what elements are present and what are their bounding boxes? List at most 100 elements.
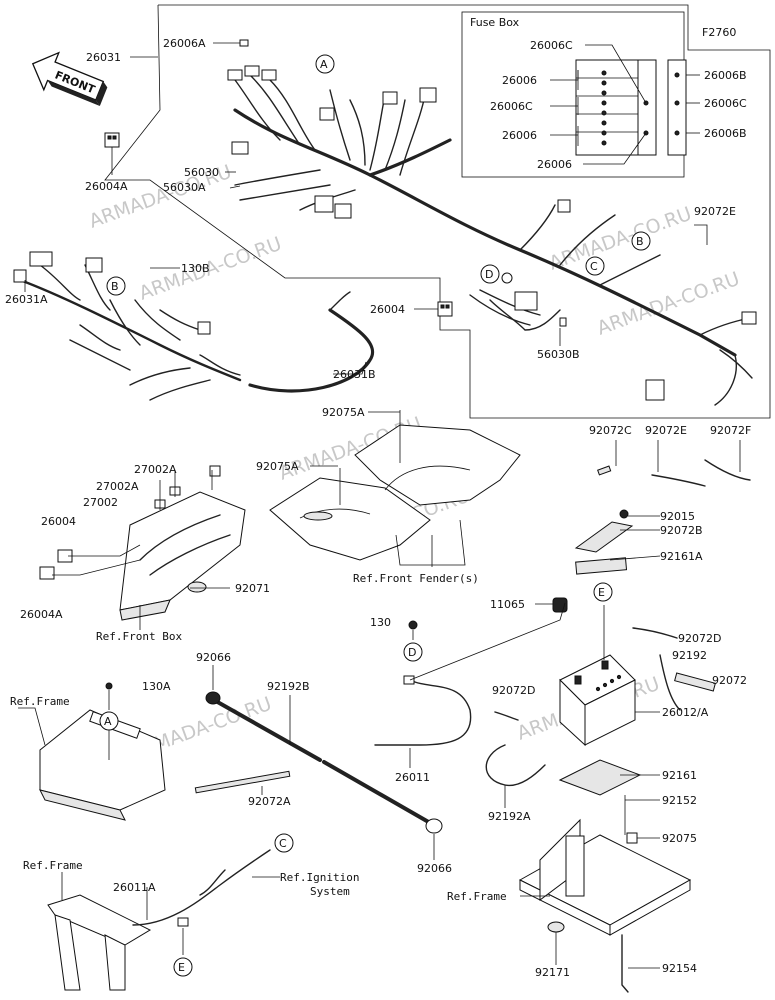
- part-label: 26004A: [20, 608, 63, 621]
- ref-label: System: [310, 885, 350, 898]
- connector-26004-icon: [437, 301, 453, 317]
- fuse-label: 26006B: [704, 127, 747, 140]
- part-label: 130B: [181, 262, 210, 275]
- battery-tray: [518, 759, 692, 993]
- small-parts-right: [494, 440, 751, 721]
- ref-labels: Ref.Front Box Ref.Front Fender(s) Ref.Fr…: [10, 572, 507, 903]
- part-label: 92071: [235, 582, 270, 595]
- fuse-26006A-icon: [239, 39, 249, 47]
- part-label: 27002: [83, 496, 118, 509]
- part-label: 92072E: [694, 205, 736, 218]
- fuse-label: 26006: [502, 74, 537, 87]
- part-label: 26011A: [113, 881, 156, 894]
- ref-circles: A B B C D D E A C E: [99, 54, 651, 977]
- ref-circle-label: C: [279, 837, 287, 850]
- ref-circle-label: B: [636, 235, 644, 248]
- part-label: 92192: [672, 649, 707, 662]
- part-label: 92075: [662, 832, 697, 845]
- front-fenders: [269, 410, 521, 567]
- battery-26012: [559, 605, 660, 747]
- ref-label: Ref.Front Box: [96, 630, 182, 643]
- part-label: 26012/A: [662, 706, 709, 719]
- fuse-label: 26006: [502, 129, 537, 142]
- part-label: 27002A: [96, 480, 139, 493]
- part-label: 56030: [184, 166, 219, 179]
- ground-cable-26011: [374, 602, 566, 768]
- part-label: 26031: [86, 51, 121, 64]
- fuse-label: 26006B: [704, 69, 747, 82]
- part-label: 92161: [662, 769, 697, 782]
- part-labels: 26031 26006A 26004A 56030 56030A 130B 26…: [5, 37, 751, 979]
- part-label: 26004: [41, 515, 76, 528]
- part-label: 130: [370, 616, 391, 629]
- part-label: 92154: [662, 962, 697, 975]
- part-label: 92072A: [248, 795, 291, 808]
- part-label: 130A: [142, 680, 171, 693]
- fuse-box-inset: Fuse Box: [461, 11, 747, 178]
- part-label: 26031A: [5, 293, 48, 306]
- sub-harness-26031A: [13, 251, 242, 401]
- diagram-code: F2760: [702, 26, 736, 39]
- part-label: 92015: [660, 510, 695, 523]
- part-label: 27002A: [134, 463, 177, 476]
- part-label: 26004: [370, 303, 405, 316]
- fuse-label: 26006C: [490, 100, 533, 113]
- tube-92192B: [194, 665, 443, 860]
- ref-circle-label: A: [104, 715, 112, 728]
- front-box-bracket: [39, 465, 246, 630]
- leader-lines: [24, 42, 708, 467]
- frame-a: [18, 682, 166, 821]
- connector-26004A-icon: [104, 132, 120, 148]
- part-label: 92066: [196, 651, 231, 664]
- part-label: 92152: [662, 794, 697, 807]
- fuse-dots: [601, 70, 680, 146]
- part-label: 92192A: [488, 810, 531, 823]
- part-label: 92072: [712, 674, 747, 687]
- ref-label: Ref.Ignition: [280, 871, 359, 884]
- ref-circle-label: B: [111, 280, 119, 293]
- part-label: 92072C: [589, 424, 632, 437]
- main-harness-drawing: [227, 65, 757, 406]
- part-label: 92072B: [660, 524, 703, 537]
- part-label: 26006A: [163, 37, 206, 50]
- part-label: 92066: [417, 862, 452, 875]
- part-label: 92192B: [267, 680, 310, 693]
- ref-label: Ref.Frame: [23, 859, 83, 872]
- part-label: 56030B: [537, 348, 580, 361]
- part-label: 92161A: [660, 550, 703, 563]
- ref-circle-label: D: [408, 646, 416, 659]
- ref-circle-label: A: [320, 58, 328, 71]
- fuse-label: 26006C: [704, 97, 747, 110]
- ref-circle-label: E: [598, 586, 605, 599]
- part-label: 26004A: [85, 180, 128, 193]
- watermark: ARMADA-CO.RU: [136, 233, 284, 305]
- ref-label: Ref.Frame: [447, 890, 507, 903]
- harness-26031B: [248, 291, 375, 393]
- part-label: 26031B: [333, 368, 376, 381]
- part-label: 92075A: [256, 460, 299, 473]
- ref-circle-label: E: [178, 961, 185, 974]
- part-label: 92075A: [322, 406, 365, 419]
- fuse-box-title: Fuse Box: [470, 16, 520, 29]
- part-label: 26011: [395, 771, 430, 784]
- cable-92192A: [485, 744, 546, 808]
- part-label: 92072D: [678, 632, 721, 645]
- ref-label: Ref.Frame: [10, 695, 70, 708]
- part-label: 56030A: [163, 181, 206, 194]
- ref-label: Ref.Front Fender(s): [353, 572, 479, 585]
- part-label: 92072D: [492, 684, 535, 697]
- fuse-label: 26006C: [530, 39, 573, 52]
- part-label: 11065: [490, 598, 525, 611]
- ref-circle-label: C: [590, 260, 598, 273]
- fuse-label: 26006: [537, 158, 572, 171]
- watermark: ARMADA-CO.RU: [546, 203, 694, 275]
- watermark: ARMADA-CO.RU: [594, 268, 742, 340]
- ref-circle-label: D: [485, 268, 493, 281]
- part-label: 92072E: [645, 424, 687, 437]
- part-label: 92072F: [710, 424, 751, 437]
- main-harness-outline: [104, 4, 771, 419]
- part-label: 92171: [535, 966, 570, 979]
- frame-ignition: [47, 849, 280, 991]
- relay-bracket-56030B: [489, 272, 567, 331]
